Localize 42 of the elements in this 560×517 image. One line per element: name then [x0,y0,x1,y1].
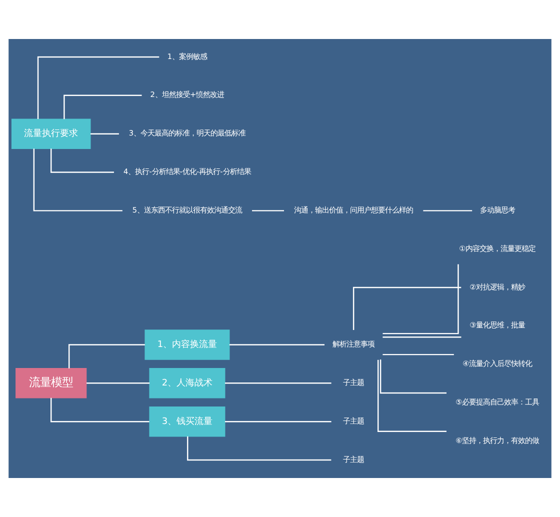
connector [382,354,454,356]
connector [33,148,122,212]
connector [68,344,145,368]
connector [90,133,119,134]
node-text: ③量化思维，批量 [470,320,526,330]
connector [64,94,142,120]
connector [224,382,332,384]
connector [50,148,114,173]
node-text: 解析注意事项 [332,340,375,349]
connector [187,436,332,461]
node-text: 1、案例敏感 [167,52,208,61]
node-box: 流量执行要求 [11,118,91,149]
connector [352,286,462,330]
node-text: ①内容交换，流量更稳定 [459,244,536,253]
connector [377,360,446,432]
node-text: ⑤必要提高自己效率：工具 [456,398,540,407]
node-text: 3、今天最高的标准，明天的最低标准 [128,128,246,138]
connector [37,56,160,120]
node-text: 2、坦然接受+愤然改进 [150,90,224,100]
node-text: 5、送东西不行就以很有效沟通交流 [132,205,242,214]
node-text: ⑥坚持，执行力，有效的做 [456,436,540,446]
connector [86,382,150,384]
connector [229,344,325,346]
node-text: 多动脑思考 [480,205,515,214]
node-text: 4、执行-分析结果-优化-再执行-分析结果 [124,167,251,176]
node-text: 沟通，输出价值，问用户想要什么样的 [294,205,414,214]
connector [224,420,332,422]
connector [423,210,472,212]
node-text: 子主题 [343,416,364,426]
node-text: 子主题 [343,378,364,387]
connector [50,398,150,422]
node-box: 2、人海战术 [149,368,226,398]
connector [382,336,462,338]
node-box: 流量模型 [16,368,87,398]
connector [382,264,459,334]
connector [380,359,447,394]
node-box: 1、内容换流量 [144,330,230,360]
node-text: ②对抗逻辑，精妙 [470,282,526,292]
connector [252,210,284,212]
node-text: ④流量介入后尽快转化 [462,359,532,368]
node-text: 子主题 [343,454,364,464]
node-box: 3、钱买流量 [149,406,226,437]
